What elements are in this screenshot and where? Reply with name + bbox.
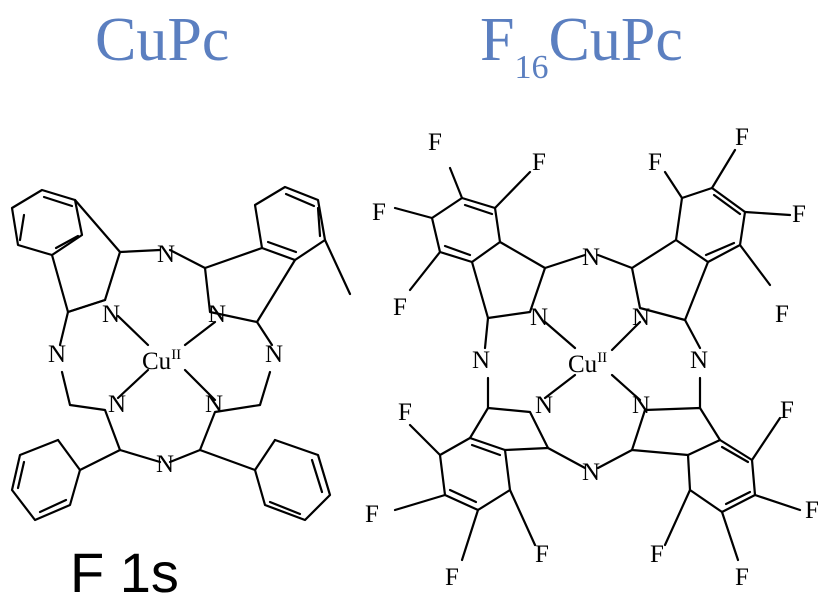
f16cupc-f-15: F	[735, 564, 749, 591]
f16cupc-f-14: F	[805, 497, 819, 524]
f16cupc-n-inner-br: N	[632, 392, 650, 419]
f16cupc-n-inner-bl: N	[535, 392, 553, 419]
f16cupc-f-5: F	[648, 149, 662, 176]
title-f16cupc: F16CuPc	[480, 6, 683, 86]
cupc-n-inner-br: N	[205, 391, 223, 418]
title-f16cupc-suffix: CuPc	[548, 6, 682, 74]
cupc-n-right: N	[265, 341, 283, 368]
f1s-label: F 1s	[70, 541, 179, 603]
f16cupc-n-left: N	[472, 347, 490, 374]
f16cupc-f-11: F	[445, 564, 459, 591]
f16cupc-f-1: F	[428, 129, 442, 156]
f16cupc-f-16: F	[650, 541, 664, 568]
cupc-n-inner-tr: N	[208, 301, 226, 328]
f16cupc-f-6: F	[735, 124, 749, 151]
f16cupc-n-inner-tr: N	[632, 304, 650, 331]
f16cupc-bonds	[393, 148, 802, 562]
cupc-n-inner-bl: N	[108, 391, 126, 418]
title-f16cupc-subscript: 16	[514, 49, 548, 86]
f16cupc-f-9: F	[398, 399, 412, 426]
f16cupc-n-inner-tl: N	[530, 304, 548, 331]
cupc-n-inner-tl: N	[102, 301, 120, 328]
f16cupc-f-7: F	[792, 201, 806, 228]
cupc-structure: N N N N N N N N CuII	[10, 185, 352, 522]
f16cupc-n-right: N	[690, 347, 708, 374]
f16cupc-f-2: F	[532, 149, 546, 176]
cupc-n-top: N	[157, 241, 175, 268]
f16cupc-f-3: F	[372, 199, 386, 226]
cupc-copper: CuII	[142, 347, 181, 375]
f16cupc-f-13: F	[780, 397, 794, 424]
title-f16cupc-prefix: F	[480, 6, 514, 74]
f16cupc-f-8: F	[775, 301, 789, 328]
f16cupc-copper: CuII	[568, 350, 607, 378]
f16cupc-f-12: F	[535, 541, 549, 568]
title-cupc: CuPc	[95, 6, 229, 74]
f16cupc-structure: N N N N N N N N CuII F F F F F F F F F F…	[365, 124, 819, 591]
cupc-bonds	[10, 185, 352, 522]
f16cupc-f-10: F	[365, 501, 379, 528]
cupc-n-left: N	[48, 341, 66, 368]
f16cupc-n-bottom: N	[582, 459, 600, 486]
cupc-n-bottom: N	[156, 451, 174, 478]
f16cupc-n-top: N	[582, 244, 600, 271]
f16cupc-f-4: F	[393, 294, 407, 321]
